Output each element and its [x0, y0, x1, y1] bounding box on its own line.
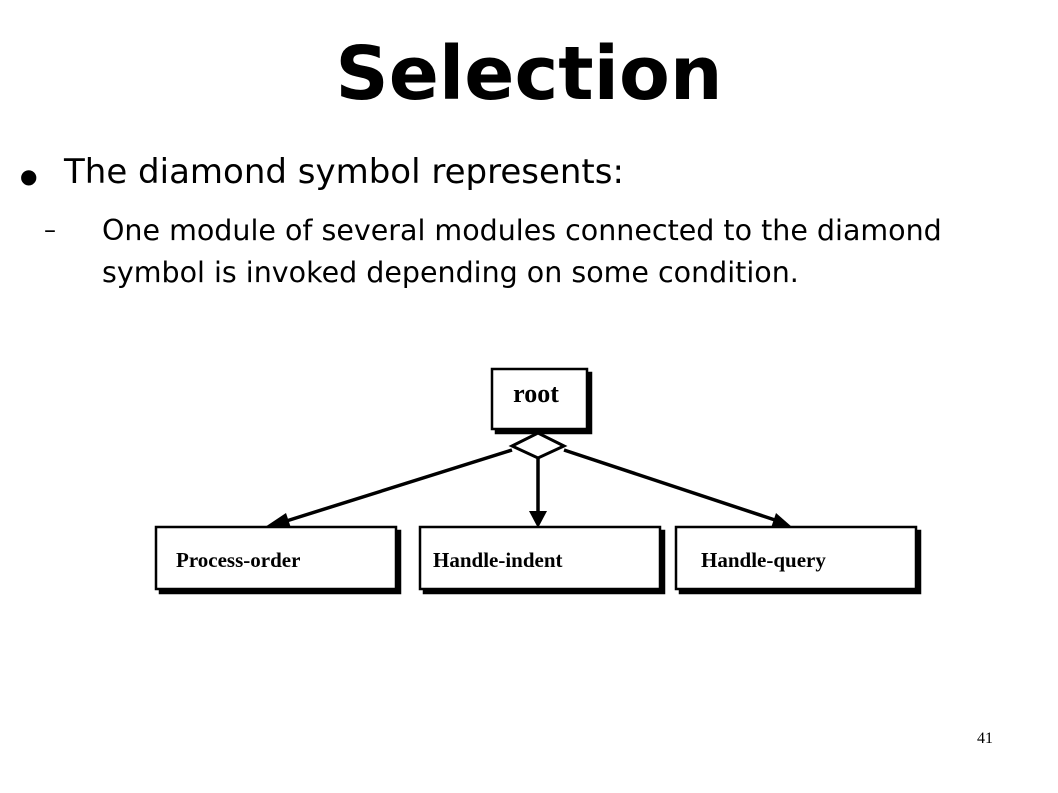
handle-query-label: Handle-query: [701, 548, 826, 572]
sub-bullet-text: One module of several modules connected …: [102, 214, 942, 289]
dash-icon: –: [44, 216, 56, 244]
process-order-label: Process-order: [176, 548, 300, 572]
child-node-handle-indent: Handle-indent: [418, 525, 662, 591]
page-number: 41: [977, 730, 993, 747]
bullet-text: The diamond symbol represents:: [64, 152, 624, 192]
handle-query-box: [674, 525, 918, 591]
handle-indent-box: [418, 525, 662, 591]
root-label: root: [513, 379, 559, 408]
child-node-process-order: Process-order: [154, 525, 398, 591]
root-box: [490, 367, 589, 431]
handle-indent-label: Handle-indent: [433, 548, 563, 572]
arrowhead-middle-icon: [529, 511, 547, 528]
arrowhead-right-icon: [771, 513, 792, 528]
bullet-dot-icon: ●: [20, 164, 38, 188]
connector-left: [279, 448, 513, 525]
bullet-item: ● The diamond symbol represents:: [20, 152, 624, 193]
root-node: root: [490, 367, 589, 431]
slide-title: Selection: [335, 31, 723, 117]
process-order-box: [154, 525, 398, 591]
selection-diamond-icon: [508, 431, 568, 460]
sub-bullet-item: – One module of several modules connecte…: [44, 210, 984, 294]
arrowhead-left-icon: [265, 513, 291, 528]
child-node-handle-query: Handle-query: [674, 525, 918, 591]
connector-right: [563, 448, 779, 523]
